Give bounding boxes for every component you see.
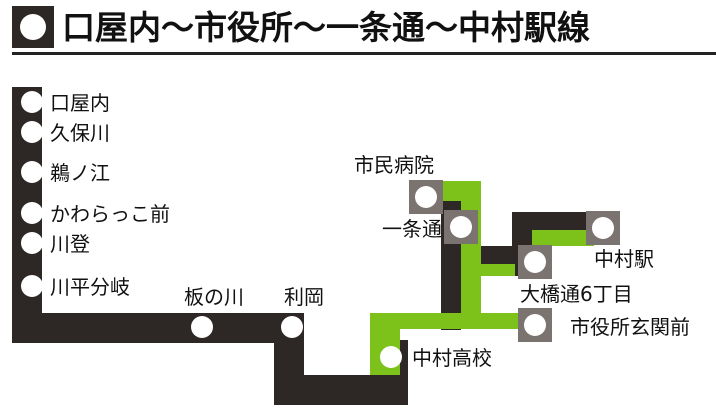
stop-marker-kubokawa xyxy=(21,121,43,143)
stop-marker-unonoe xyxy=(21,161,43,183)
title-bar: 口屋内～市役所～一条通～中村駅線 xyxy=(12,6,652,52)
stop-label-nakamura_eki: 中村駅 xyxy=(594,247,654,271)
stop-label-kubokawa: 久保川 xyxy=(50,121,110,145)
route-bullet-icon xyxy=(12,6,54,48)
stop-marker-itanokawa xyxy=(191,316,213,338)
stop-marker-kuchiyanai xyxy=(21,91,43,113)
stop-marker-ohashi xyxy=(524,251,546,273)
title-underline xyxy=(12,52,716,55)
stop-marker-kawanobori xyxy=(21,232,43,254)
stop-marker-shimin_byoin xyxy=(415,186,437,208)
stop-label-nakamura_koko: 中村高校 xyxy=(412,346,492,370)
stop-label-kawarakko: かわらっこ前 xyxy=(50,202,170,226)
stop-marker-ichijo xyxy=(450,216,472,238)
stop-label-itanokawa: 板の川 xyxy=(184,285,244,309)
stop-marker-shiyakusho xyxy=(524,314,546,336)
stop-label-rioka: 利岡 xyxy=(284,285,324,309)
route-bullet-dot xyxy=(20,14,46,40)
stop-label-kawahira: 川平分岐 xyxy=(50,275,130,299)
stop-label-shimin_byoin: 市民病院 xyxy=(354,153,434,177)
stop-marker-nakamura_eki xyxy=(592,217,614,239)
stop-label-shiyakusho: 市役所玄関前 xyxy=(570,315,690,339)
stop-label-kuchiyanai: 口屋内 xyxy=(50,91,110,115)
stop-label-unonoe: 鵜ノ江 xyxy=(50,161,110,185)
stop-marker-nakamura_koko xyxy=(380,346,402,368)
stop-marker-rioka xyxy=(281,316,303,338)
stop-circles xyxy=(21,91,614,368)
stop-marker-kawarakko xyxy=(21,202,43,224)
stop-label-kawanobori: 川登 xyxy=(50,232,90,256)
stop-label-ichijo: 一条通 xyxy=(382,217,442,241)
stop-marker-kawahira xyxy=(21,275,43,297)
page-title: 口屋内～市役所～一条通～中村駅線 xyxy=(62,8,590,47)
stop-label-ohashi: 大橋通6丁目 xyxy=(520,282,633,306)
